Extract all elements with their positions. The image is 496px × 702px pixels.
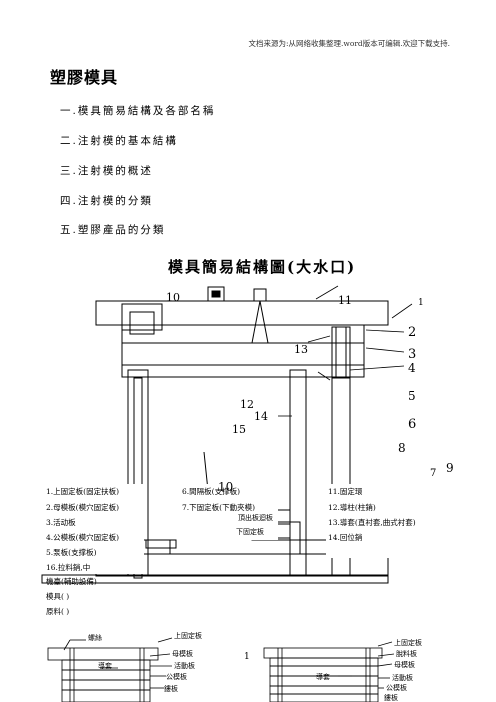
legend-6: 6.間隔板(支撑板) <box>182 486 240 496</box>
document-title: 塑膠模具 <box>50 68 119 87</box>
callout-10-bottom: 10 <box>218 480 233 494</box>
locating-ring <box>207 286 225 302</box>
small-right-cavity-plate: 母模板 <box>394 660 415 669</box>
legend-material: 原料( ) <box>46 606 69 616</box>
legend-mold: 模具( ) <box>46 591 69 601</box>
legend-4: 4.公模板(模穴固定板) <box>46 532 119 542</box>
small-diagram-left <box>47 637 173 702</box>
nozzle-seat <box>253 288 267 302</box>
small-left-top-plate: 上固定板 <box>174 631 202 640</box>
callout-8: 8 <box>398 441 406 455</box>
right-guide-pillar <box>289 369 307 577</box>
callout-1: 1 <box>418 298 424 308</box>
callout-7: 7 <box>430 468 436 479</box>
legend-13: 13.導套(直衬套,曲式衬套) <box>328 517 416 527</box>
small-left-screw: 螺絲 <box>88 633 102 642</box>
callout-11: 11 <box>338 294 352 307</box>
core-plate <box>121 364 365 378</box>
small-right-support-plate: 鏤板 <box>384 693 398 702</box>
callout-13: 13 <box>294 343 308 356</box>
legend-12: 12.導柱(柱銷) <box>328 502 376 512</box>
diagram-title: 模具簡易結構圖(大水口) <box>168 258 357 276</box>
sprue-bush <box>121 303 163 331</box>
source-note: 文档来源为:从网络收集整理.word版本可编辑.欢迎下载支持. <box>248 39 451 48</box>
toc-item-4: 四.注射模的分類 <box>60 195 153 207</box>
sprue-bush-inner <box>129 311 155 335</box>
callout-12: 12 <box>240 398 254 411</box>
small-right-top-plate: 上固定板 <box>394 638 422 647</box>
small-left-moving-plate: 活動板 <box>174 661 195 670</box>
inner-label-bottom-plate: 下固定板 <box>236 527 264 536</box>
legend-11: 11.固定環 <box>328 486 363 496</box>
toc-item-1: 一.模具簡易結構及各部名稱 <box>60 105 216 117</box>
small-right-core-plate: 公模板 <box>386 683 407 692</box>
small-diagram-right <box>263 641 395 702</box>
cavity-plate <box>121 324 365 344</box>
small-left-support-plate: 鏤板 <box>164 684 178 693</box>
callout-14: 14 <box>254 410 268 423</box>
toc-item-3: 三.注射模的概述 <box>60 165 153 177</box>
small-left-core-plate: 公模板 <box>166 672 187 681</box>
left-pin <box>133 377 143 579</box>
left-spacer-step <box>145 539 177 549</box>
small-left-cavity-plate: 母模板 <box>172 649 193 658</box>
legend-3: 3.活动板 <box>46 517 76 527</box>
small-right-moving-plate: 活動板 <box>392 673 413 682</box>
guide-bush <box>331 326 351 378</box>
legend-1: 1.上固定板(固定扶板) <box>46 486 119 496</box>
toc-item-2: 二.注射模的基本結構 <box>60 135 178 147</box>
callout-5: 5 <box>408 389 416 403</box>
inner-label-ejector: 頂出板迴板 <box>238 513 273 522</box>
small-right-guide-bush: 導套 <box>316 672 330 681</box>
legend-14: 14.回位銷 <box>328 532 363 542</box>
toc-item-5: 五.塑膠產品的分類 <box>60 224 166 236</box>
small-center-number: 1 <box>244 652 250 662</box>
callout-9: 9 <box>446 461 454 475</box>
small-left-guide-bush: 導套 <box>98 661 112 670</box>
legend-5: 5.泵板(支撑板) <box>46 547 97 557</box>
callout-2: 2 <box>408 325 416 340</box>
locating-ring-mark <box>211 290 221 298</box>
small-right-stripper-plate: 脫料板 <box>396 649 417 658</box>
callout-10-top: 10 <box>166 291 180 304</box>
legend-7: 7.下固定板(下動夾模) <box>182 502 255 512</box>
callout-15: 15 <box>232 423 246 436</box>
moving-plate <box>121 342 365 366</box>
base-line <box>41 574 389 584</box>
legend-16: 16.拉料銷,中 <box>46 562 90 572</box>
legend-machine: 機臺(輔助設備) <box>46 576 97 586</box>
callout-3: 3 <box>408 347 416 362</box>
callout-4: 4 <box>408 361 416 375</box>
legend-2: 2.母模板(模穴固定板) <box>46 502 119 512</box>
callout-6: 6 <box>408 417 416 432</box>
